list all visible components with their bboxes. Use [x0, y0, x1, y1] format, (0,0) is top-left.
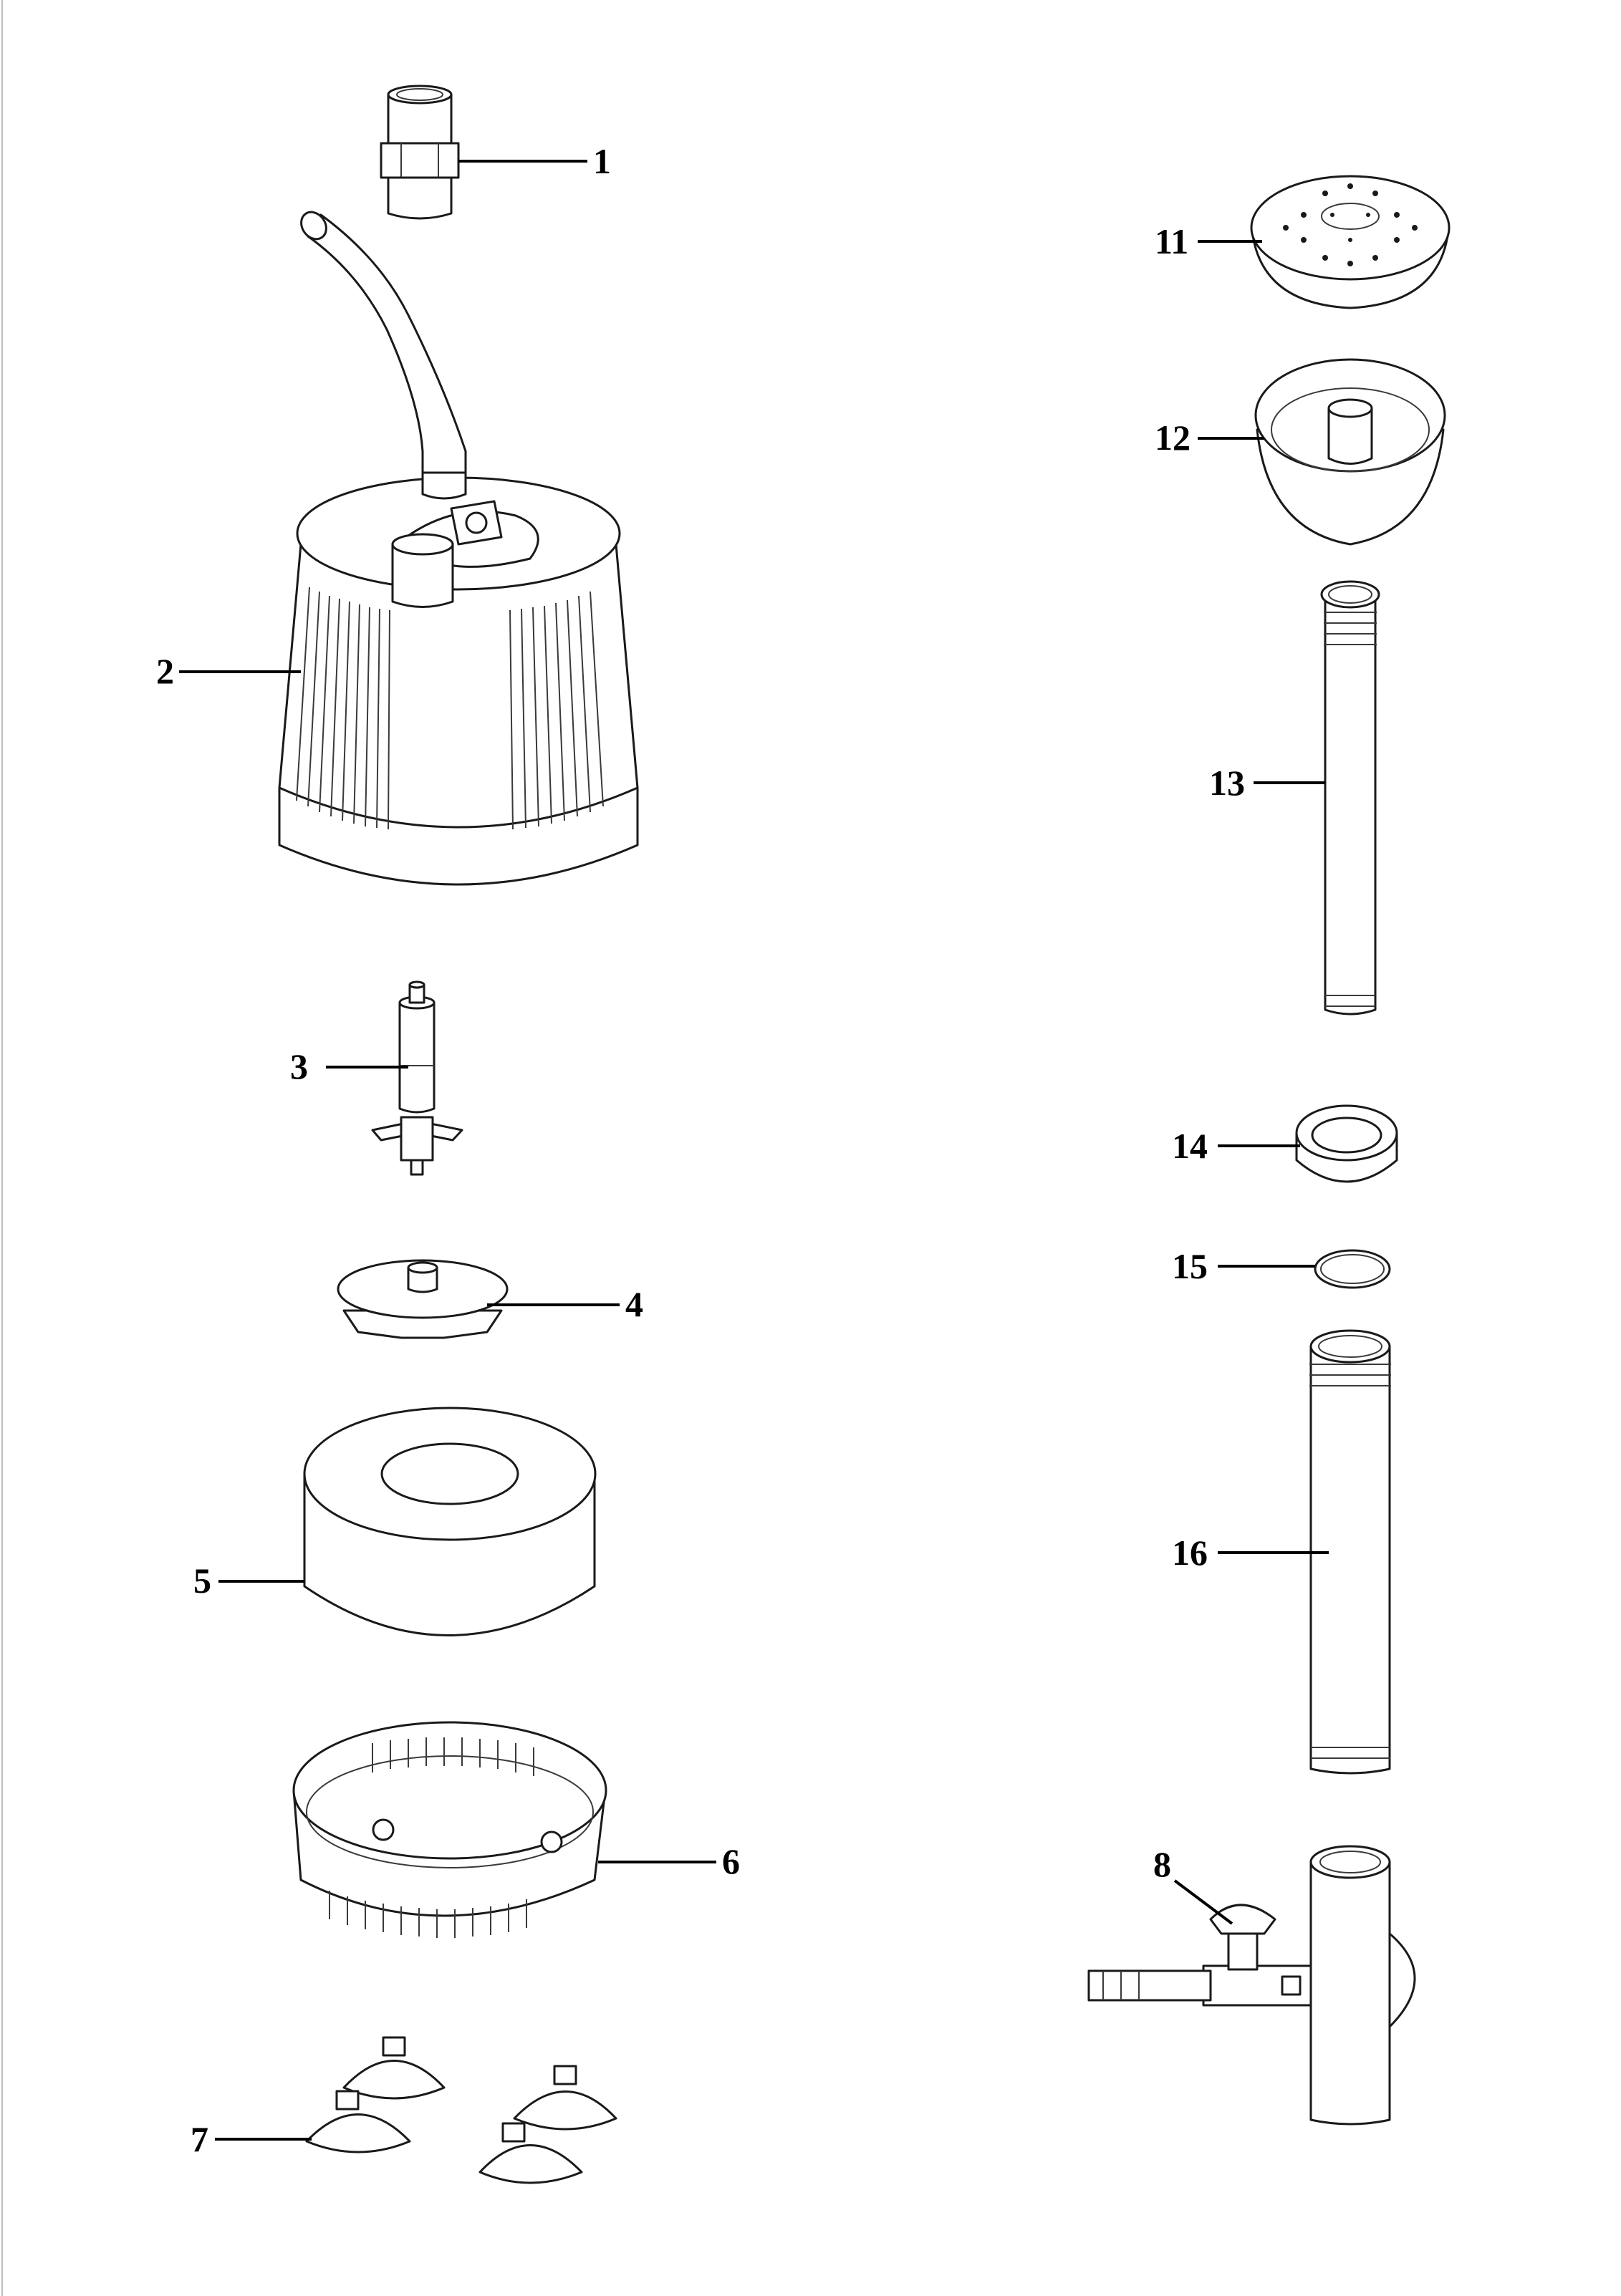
part-12-fountain-base — [1254, 358, 1446, 546]
part-11-spray-cap — [1250, 175, 1451, 309]
part-3-impeller — [371, 980, 463, 1176]
part-number-2: 2 — [156, 651, 174, 691]
part-number-7: 7 — [191, 2119, 208, 2159]
part-number-16: 16 — [1172, 1533, 1208, 1573]
part-8-t-valve — [1087, 1845, 1416, 2126]
part-13-tube — [1320, 580, 1380, 1016]
part-6-strainer-base — [292, 1721, 607, 1938]
part-number-13: 13 — [1209, 763, 1245, 803]
part-1-connector — [380, 85, 460, 220]
part-number-3: 3 — [290, 1046, 308, 1086]
part-14-union-nut — [1295, 1104, 1398, 1183]
part-number-12: 12 — [1155, 418, 1191, 458]
part-number-4: 4 — [625, 1284, 643, 1324]
part-number-11: 11 — [1155, 221, 1188, 261]
part-number-15: 15 — [1172, 1246, 1208, 1286]
part-16-tube — [1309, 1329, 1391, 1775]
part-labels: 1 2 3 4 5 6 7 8 11 12 13 14 15 16 — [156, 141, 1245, 2159]
page-edge — [1, 0, 3, 2296]
leader-lines — [179, 160, 1329, 2141]
part-2-pump-body — [278, 211, 639, 886]
part-number-8: 8 — [1153, 1844, 1171, 1884]
part-number-14: 14 — [1172, 1126, 1208, 1166]
part-7-suction-cups — [305, 2036, 617, 2184]
part-number-1: 1 — [593, 141, 611, 181]
part-15-o-ring — [1314, 1249, 1391, 1289]
part-number-5: 5 — [193, 1561, 211, 1601]
part-4-bearing-plate — [337, 1259, 509, 1339]
part-number-6: 6 — [722, 1841, 740, 1881]
part-5-foam-filter — [303, 1407, 597, 1636]
